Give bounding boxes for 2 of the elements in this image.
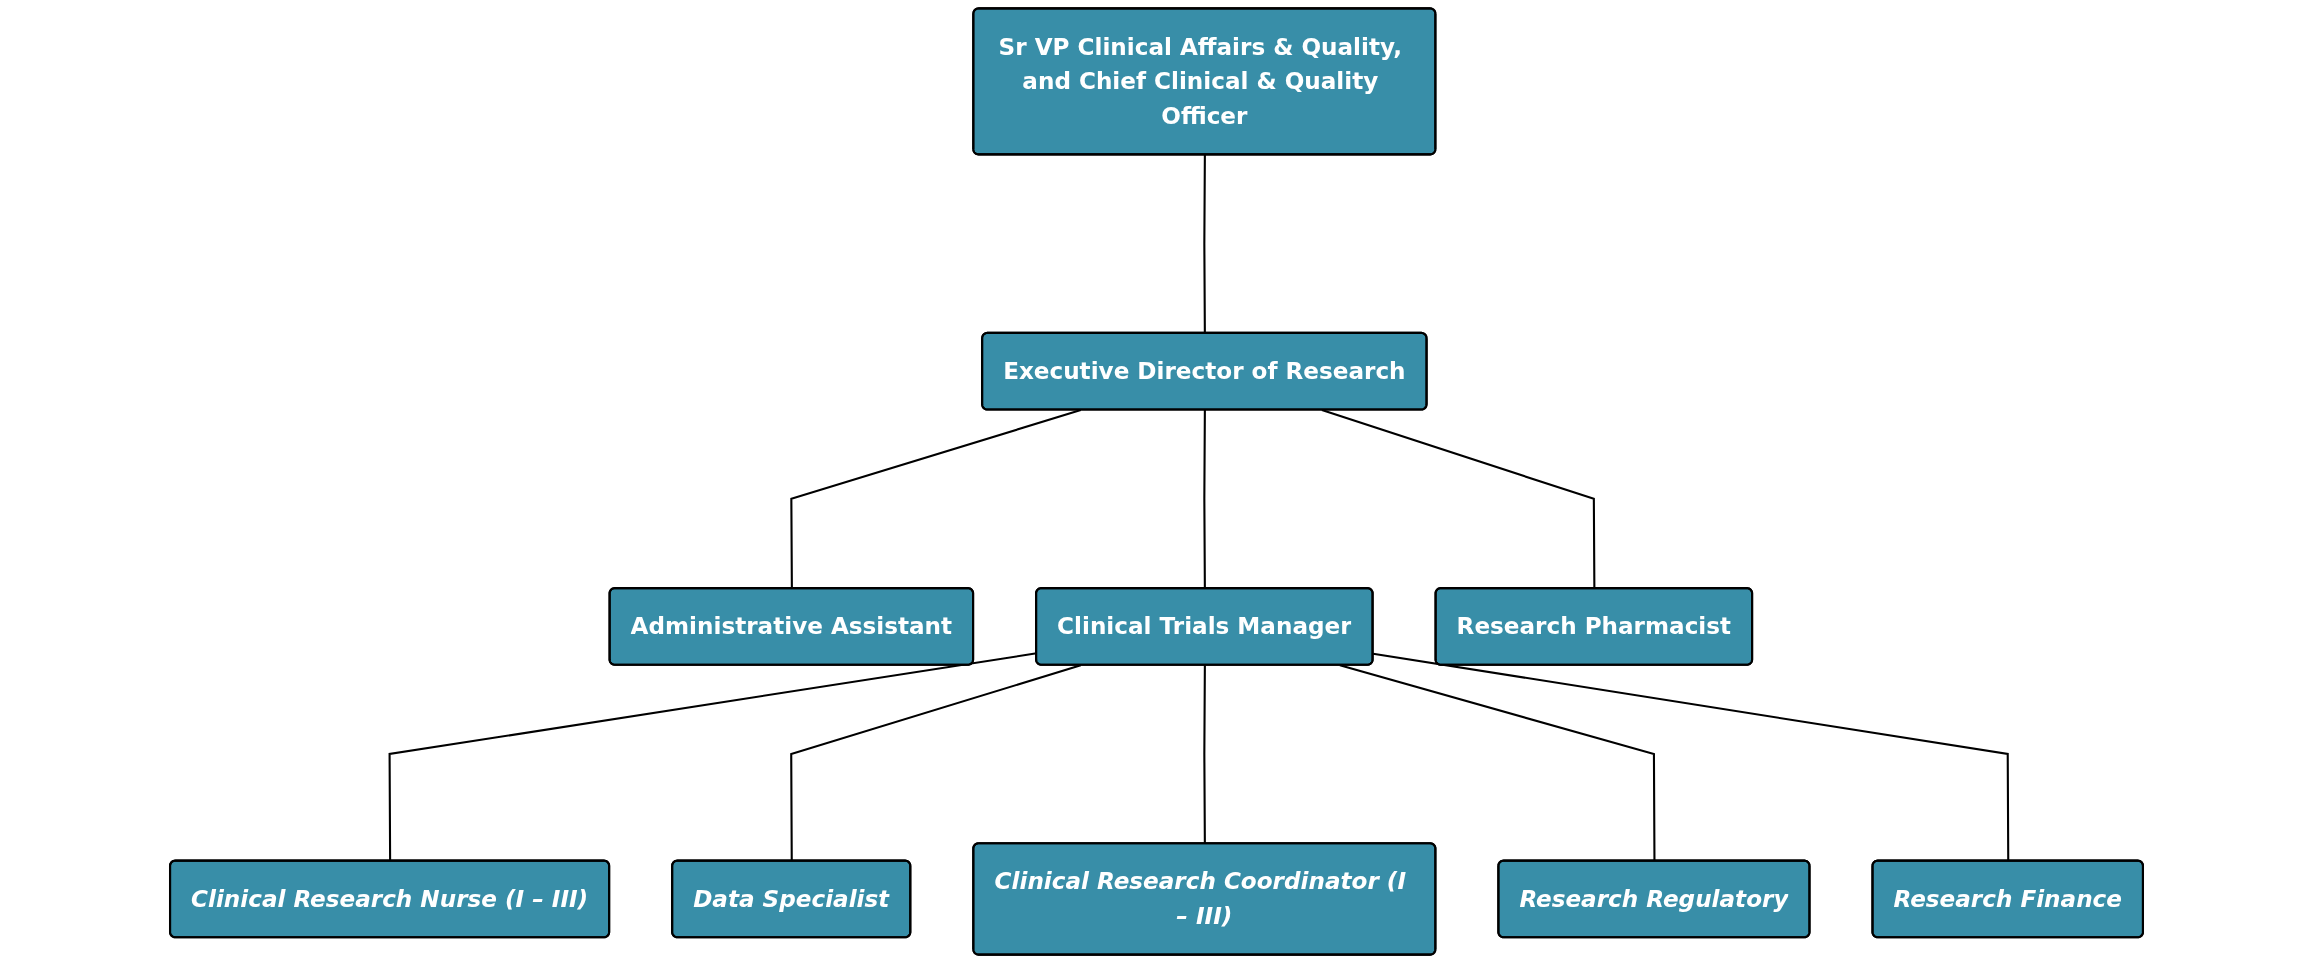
connector <box>1203 665 1206 844</box>
connector <box>1203 410 1206 589</box>
